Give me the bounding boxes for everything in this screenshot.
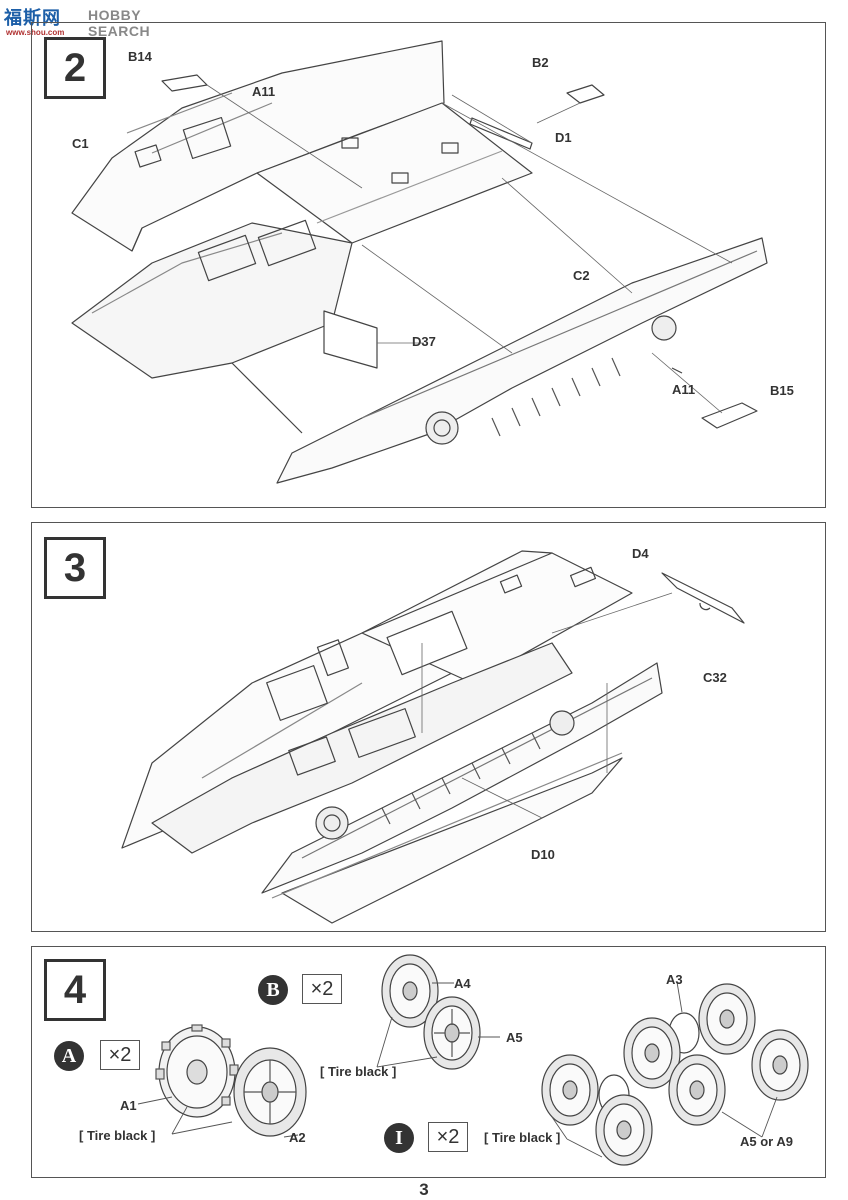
label-b2: B2 [532,55,549,70]
step-2-number: 2 [44,37,106,99]
label-a5-or-a9: A5 or A9 [740,1134,793,1149]
watermark-logo: 福斯网 HOBBY SEARCH www.shou.com [4,4,164,40]
label-d1: D1 [555,130,572,145]
label-b14: B14 [128,49,152,64]
subassembly-a-quantity: ×2 [100,1040,140,1070]
label-a1: A1 [120,1098,137,1113]
label-a2: A2 [289,1130,306,1145]
step-3-number: 3 [44,537,106,599]
label-b15: B15 [770,383,794,398]
note-tire-black-a: [ Tire black ] [79,1128,156,1143]
label-a4: A4 [454,976,471,991]
subassembly-i-badge: I [384,1123,414,1153]
label-c32: C32 [703,670,727,685]
road-wheel-group [541,983,809,1166]
subassembly-i-quantity: ×2 [428,1122,468,1152]
label-a5: A5 [506,1030,523,1045]
watermark-url: www.shou.com [6,28,65,37]
subassembly-b-quantity: ×2 [302,974,342,1004]
label-a11-bottom: A11 [672,382,696,397]
subassembly-b-badge: B [258,975,288,1005]
label-d37: D37 [412,334,436,349]
step-3-drawing [121,550,745,924]
label-a11-top: A11 [252,84,276,99]
road-wheel-a5 [423,996,481,1070]
page-number: 3 [419,1180,429,1199]
sprocket-a2 [233,1047,307,1137]
label-c1: C1 [72,136,89,151]
step-2-drawing [71,40,768,484]
watermark-brand-cn: 福斯网 [4,8,61,28]
label-a3: A3 [666,972,683,987]
step-4-panel: 4 A ×2 B ×2 I ×2 [31,946,826,1178]
watermark-brand-en: HOBBY SEARCH [88,7,151,39]
road-wheel-a4 [381,954,439,1028]
label-d4: D4 [632,546,649,561]
step-4-drawing [137,954,809,1166]
sprocket-a1 [155,1024,239,1118]
step-4-number: 4 [44,959,106,1021]
note-tire-black-b: [ Tire black ] [320,1064,397,1079]
label-d10: D10 [531,847,555,862]
step-3-panel: 3 [31,522,826,932]
subassembly-a-badge: A [54,1041,84,1071]
step-2-panel: 2 [31,22,826,508]
note-tire-black-right: [ Tire black ] [484,1130,561,1145]
label-c2: C2 [573,268,590,283]
